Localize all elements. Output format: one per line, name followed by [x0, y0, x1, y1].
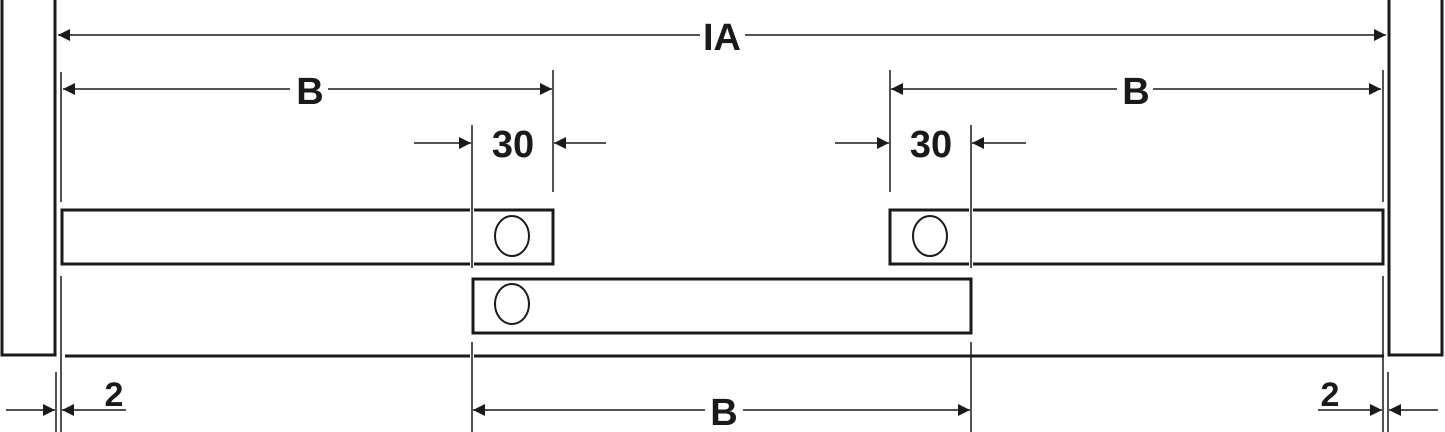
label-b-bottom: B [710, 392, 737, 432]
label-30-right: 30 [910, 124, 952, 166]
rail-bottom [471, 277, 973, 335]
rail-top-left [60, 208, 555, 266]
left-wall [0, 0, 57, 357]
label-30-left: 30 [492, 124, 534, 166]
label-b-right: B [1122, 71, 1149, 113]
hole-icon [912, 215, 948, 257]
label-gap-right: 2 [1321, 376, 1340, 414]
label-gap-left: 2 [105, 376, 124, 414]
hole-icon [494, 215, 530, 257]
right-wall [1387, 0, 1444, 357]
label-ia: IA [703, 17, 741, 59]
hole-icon [494, 283, 530, 325]
label-b-left: B [296, 71, 323, 113]
rail-top-right [888, 208, 1385, 266]
